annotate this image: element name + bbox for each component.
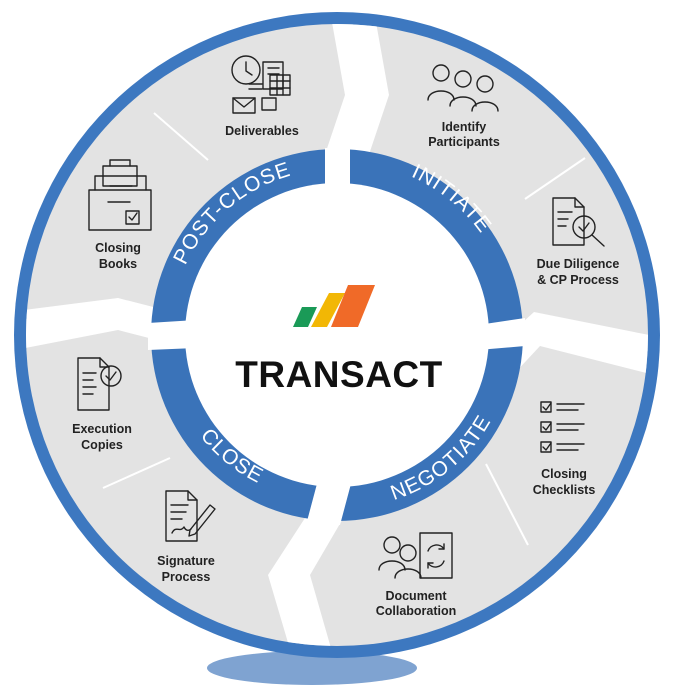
item-dividers [102,112,586,546]
item-closing-checklists: Closing Checklists [533,467,596,497]
item-label: Execution [72,422,132,436]
checklist-icon [540,401,585,453]
item-deliverables: Deliverables [225,124,299,138]
item-label: & CP Process [537,273,619,287]
item-closing-books: Closing Books [95,241,141,271]
item-label: Identify [442,120,486,134]
collaboration-icon [378,532,453,579]
item-identify-participants: Identify Participants [428,120,500,149]
item-signature-process: Signature Process [157,554,215,584]
inner-ring-gaps [148,148,525,525]
item-due-diligence: Due Diligence & CP Process [537,257,620,287]
binder-icon [88,159,152,231]
item-label: Due Diligence [537,257,620,271]
item-document-collaboration: Document Collaboration [376,589,457,618]
item-label: Collaboration [376,604,457,618]
item-label: Checklists [533,483,596,497]
item-label: Closing [541,467,587,481]
item-label: Signature [157,554,215,568]
brand-name: TRANSACT [235,354,442,395]
item-label: Participants [428,135,500,149]
center-disc [185,183,489,487]
approved-document-icon [77,357,122,411]
item-label: Process [162,570,211,584]
signature-icon [165,490,216,542]
participants-icon [427,64,499,112]
deliverables-icon [231,55,291,114]
item-label: Copies [81,438,123,452]
item-label: Deliverables [225,124,299,138]
item-execution-copies: Execution Copies [72,422,132,452]
document-search-icon [552,197,605,247]
item-label: Closing [95,241,141,255]
transact-logo-icon [293,285,375,327]
wheel-shadow [207,651,417,685]
item-label: Document [385,589,447,603]
item-label: Books [99,257,137,271]
